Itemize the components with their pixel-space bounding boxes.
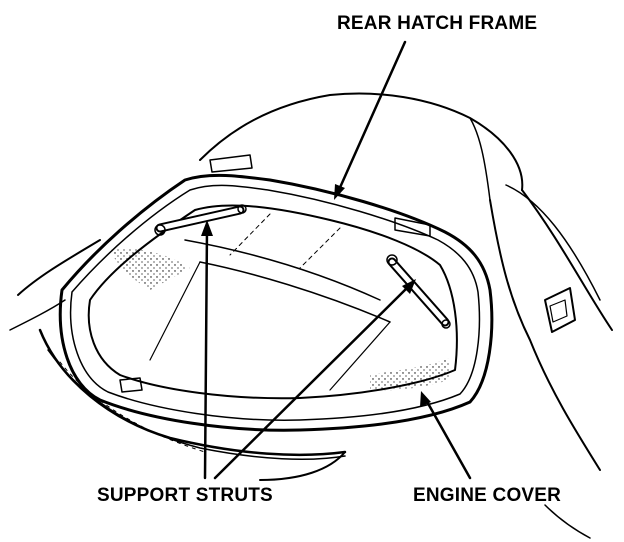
callout-leaders xyxy=(203,40,472,480)
rear-hatch-frame xyxy=(58,154,494,432)
callout-arrowheads xyxy=(201,184,431,407)
engine-cover-label: ENGINE COVER xyxy=(413,485,562,506)
car-body-outline xyxy=(9,92,613,539)
rear-hatch-frame-label: REAR HATCH FRAME xyxy=(337,13,538,34)
support-struts xyxy=(154,204,451,329)
support-struts-label: SUPPORT STRUTS xyxy=(97,485,273,506)
rear-deck xyxy=(38,328,347,481)
engine-cover xyxy=(87,204,458,400)
